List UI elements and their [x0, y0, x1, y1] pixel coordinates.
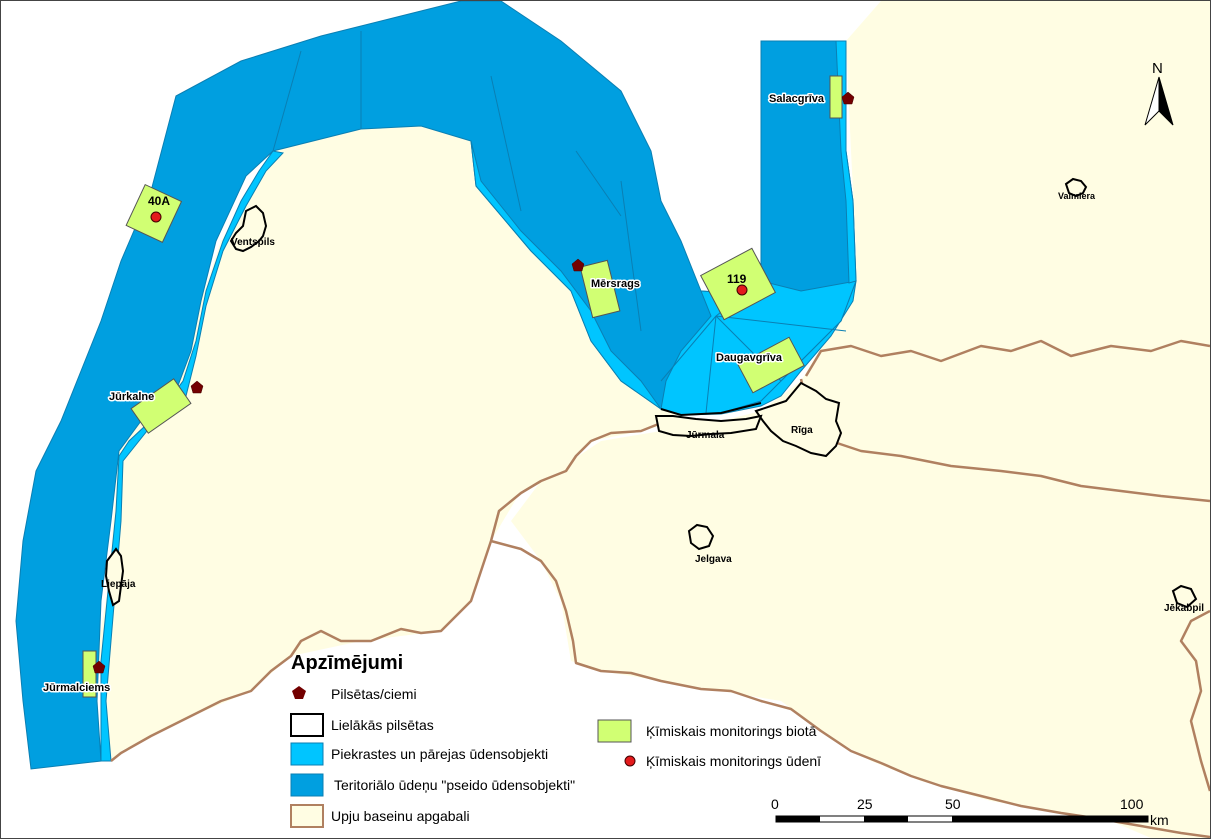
- scale-unit: km: [1150, 812, 1169, 828]
- town-marker-jurmalciems: [92, 660, 106, 674]
- biota-square-jurkalne: [130, 378, 192, 434]
- north-label: N: [1152, 60, 1163, 77]
- label-ventspils: Ventspils: [231, 237, 275, 248]
- water-monitoring-dot-119[interactable]: [736, 284, 748, 296]
- town-marker-mersrags: [571, 258, 585, 272]
- scale-tick-100: 100: [1120, 796, 1144, 812]
- label-jurmalciems: Jūrmalciems: [43, 682, 110, 694]
- label-salacgriva: Salacgrīva: [769, 93, 825, 105]
- label-jurmala: Jūrmala: [686, 430, 725, 441]
- legend-major-city-swatch: [290, 713, 324, 737]
- legend-label-territorial: Teritoriālo ūdeņu "pseido ūdensobjekti": [334, 777, 575, 793]
- legend-label-basins: Upju baseinu apgabali: [331, 808, 470, 824]
- town-marker-jurkalne: [190, 380, 204, 394]
- land-east-vidzeme: [511, 1, 1210, 838]
- scale-tick-0: 0: [771, 796, 779, 812]
- city-outline-riga: [754, 381, 843, 458]
- legend-title: Apzīmējumi: [291, 652, 403, 674]
- legend-water-dot-icon: [624, 755, 636, 767]
- legend-biota-swatch: [597, 719, 632, 743]
- biota-square-jurmalciems: [82, 650, 97, 698]
- city-outline-ventspils: [229, 204, 268, 253]
- biota-square-salacgriva: [829, 75, 843, 119]
- label-riga: Rīga: [791, 425, 813, 436]
- legend-coastal-swatch: [290, 742, 324, 766]
- legend: Apzīmējumi Pilsētas/ciemi Lielākās pilsē…: [290, 652, 821, 828]
- label-jurkalne: Jūrkalne: [109, 391, 154, 403]
- label-daugavgriva: Daugavgrīva: [716, 352, 783, 364]
- biota-square-daugavgriva: [737, 336, 805, 394]
- city-outline-jekabpils: [1171, 584, 1198, 609]
- label-valmiera: Valmiera: [1058, 191, 1096, 201]
- label-station-40a: 40A: [148, 194, 170, 208]
- label-mersrags: Mērsrags: [591, 278, 640, 290]
- legend-label-biota: Ķīmiskais monitorings biotā: [646, 723, 817, 739]
- scale-tick-25: 25: [857, 796, 873, 812]
- biota-square-mersrags: [579, 259, 621, 319]
- scale-tick-50: 50: [945, 796, 961, 812]
- legend-territorial-swatch: [290, 773, 324, 797]
- legend-label-water: Ķīmiskais monitorings ūdenī: [646, 753, 821, 769]
- label-jelgava: Jelgava: [695, 554, 732, 565]
- city-outline-liepaja: [104, 547, 125, 607]
- legend-town-marker-icon: [292, 686, 306, 699]
- scale-bar: 0 25 50 100 km: [771, 796, 1169, 828]
- label-liepaja: Liepāja: [101, 579, 136, 590]
- town-markers: [92, 91, 855, 674]
- land-west-kurzeme: [99, 123, 681, 761]
- north-arrow-icon: N: [1144, 60, 1174, 126]
- legend-label-coastal: Piekrastes un pārejas ūdensobjekti: [331, 746, 548, 762]
- coast-jurmala-line: [660, 402, 762, 417]
- water-monitoring-dot-40a[interactable]: [150, 211, 162, 223]
- legend-label-towns: Pilsētas/ciemi: [331, 686, 417, 702]
- town-marker-salacgriva: [841, 91, 855, 105]
- city-outline-jurmala: [654, 414, 763, 438]
- label-station-119: 119: [727, 272, 747, 286]
- biota-square-119: [699, 247, 777, 321]
- city-outline-jelgava: [687, 523, 715, 551]
- city-outline-valmiera: [1064, 177, 1088, 198]
- legend-label-major-cities: Lielākās pilsētas: [331, 717, 434, 733]
- label-jekabpils: Jēkabpil: [1164, 603, 1204, 614]
- legend-basin-swatch: [290, 804, 324, 828]
